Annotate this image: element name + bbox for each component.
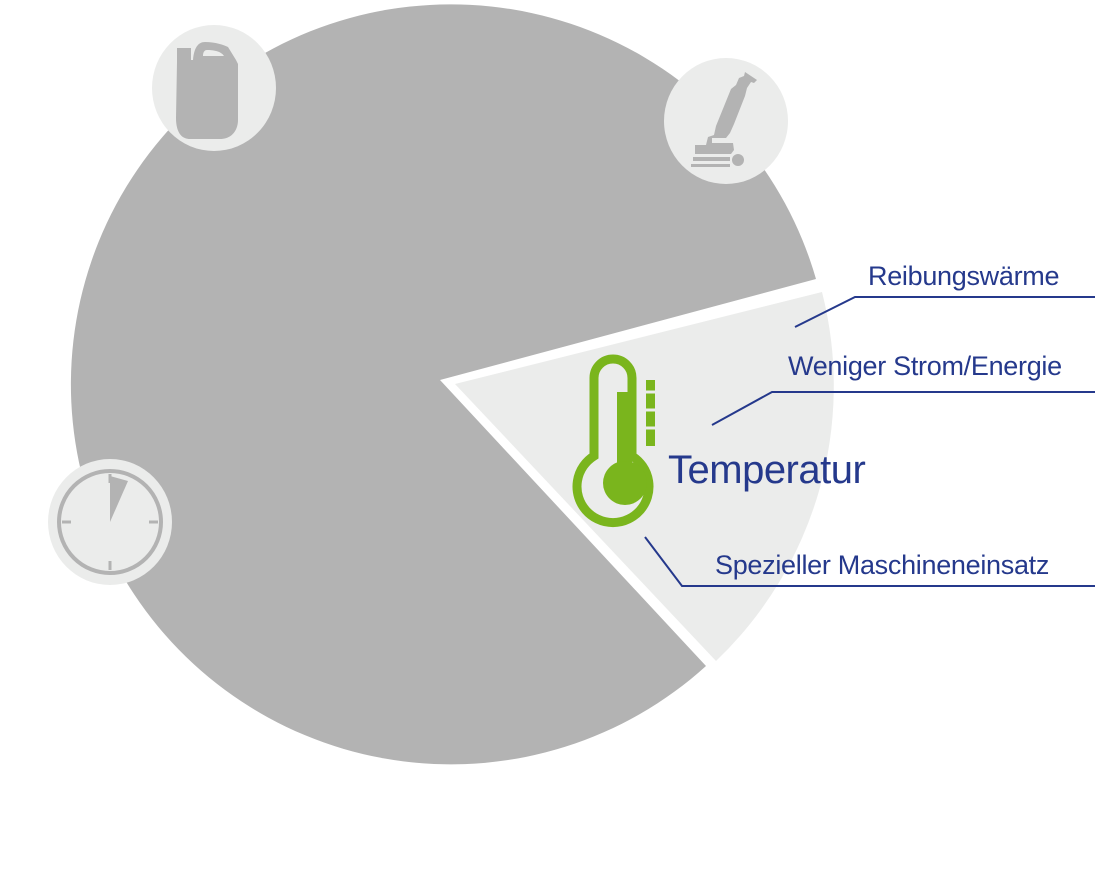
pie-main-segment [70, 4, 817, 765]
leader-lines [644, 296, 1095, 587]
clock-icon [48, 459, 172, 585]
label-special-machine: Spezieller Maschineneinsatz [715, 550, 1050, 580]
temperature-title: Temperatur [668, 448, 866, 492]
thermometer-icon [572, 354, 656, 528]
label-friction-heat: Reibungswärme [868, 261, 1060, 291]
label-less-energy: Weniger Strom/Energie [788, 351, 1062, 381]
jerry-can-icon [152, 25, 276, 151]
floor-machine-icon [664, 58, 788, 184]
